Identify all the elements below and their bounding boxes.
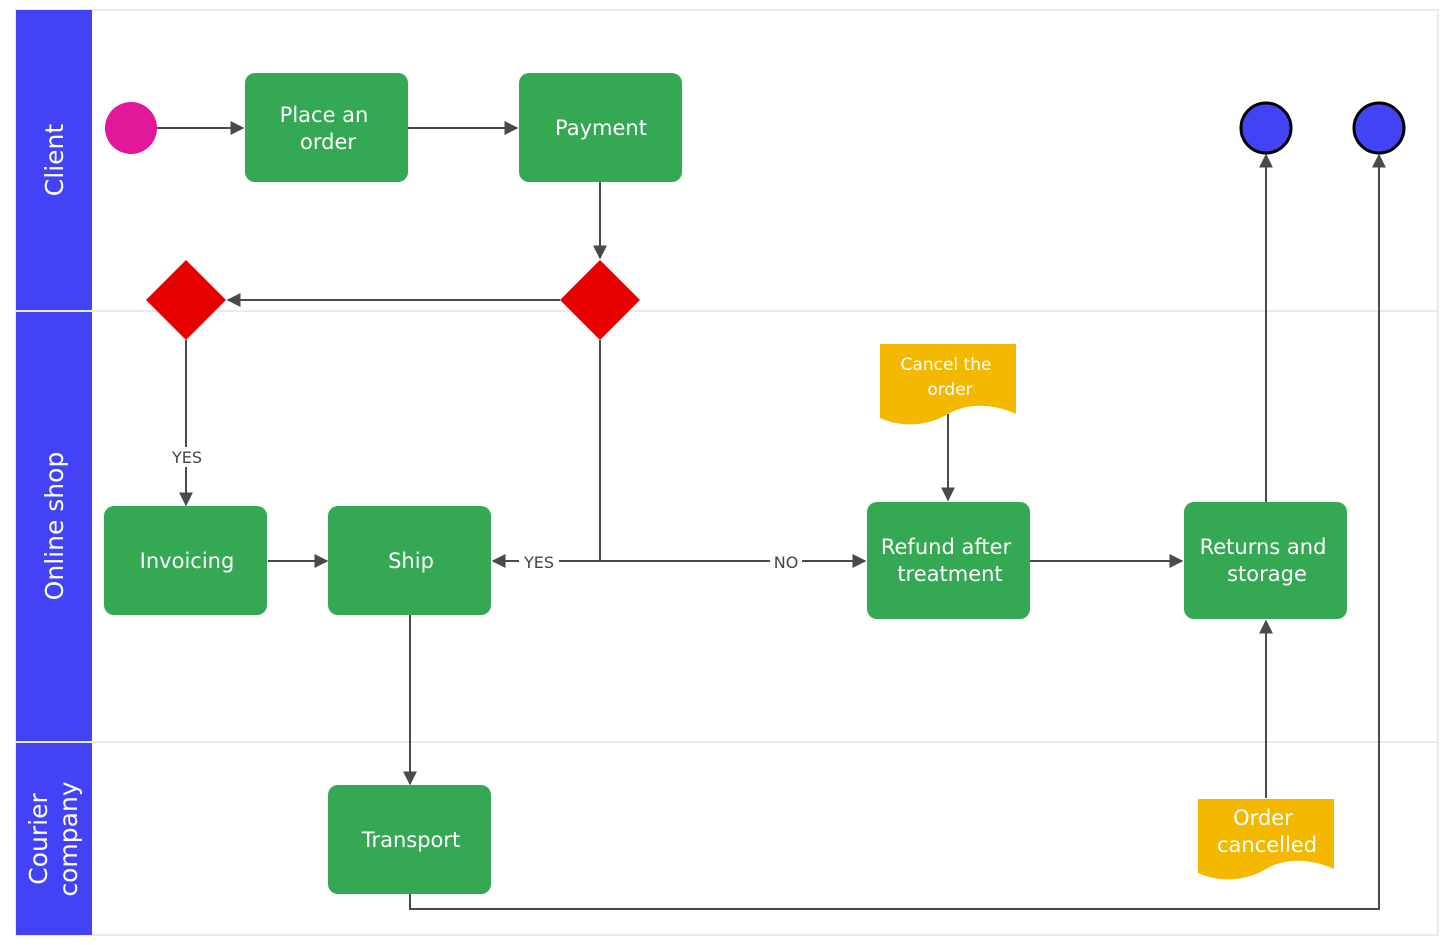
decision-gateway-left xyxy=(146,260,226,340)
lane-header-courier xyxy=(16,743,92,935)
lane-header-online-shop xyxy=(16,312,92,741)
decision-gateway-payment xyxy=(560,260,640,340)
document-label: Order xyxy=(1233,806,1293,830)
lane-title-courier-line2: company xyxy=(54,781,83,896)
process-label: Invoicing xyxy=(140,549,235,573)
process-label: Refund after xyxy=(881,535,1012,559)
process-place-order: Place an order xyxy=(245,73,408,182)
process-label: Transport xyxy=(361,828,461,852)
process-refund: Refund after treatment xyxy=(867,502,1030,619)
edge-transport-to-end xyxy=(409,153,1386,910)
document-order-cancelled: Order cancelled xyxy=(1198,799,1334,880)
lane-title-client: Client xyxy=(40,124,69,197)
process-invoicing: Invoicing xyxy=(104,506,267,615)
process-payment: Payment xyxy=(519,73,682,182)
lane-title-courier-line1: Courier xyxy=(24,793,53,885)
document-label: cancelled xyxy=(1217,833,1317,857)
document-cancel-order: Cancel the order xyxy=(880,344,1016,425)
process-label: treatment xyxy=(897,562,1002,586)
lane-header-client xyxy=(16,10,92,310)
pool-border xyxy=(15,9,1439,936)
process-label: Returns and xyxy=(1200,535,1327,559)
process-label: Ship xyxy=(388,549,434,573)
edge-label-yes-invoicing: YES xyxy=(171,448,202,467)
process-label: Place an xyxy=(280,103,369,127)
process-label: storage xyxy=(1227,562,1307,586)
document-label: order xyxy=(927,380,972,400)
edge-label-yes-ship: YES xyxy=(523,553,554,572)
process-transport: Transport xyxy=(328,785,491,894)
lane-title-online-shop: Online shop xyxy=(40,452,69,601)
edge-label-no-refund: NO xyxy=(774,553,799,572)
document-label: Cancel the xyxy=(901,355,992,375)
end-event xyxy=(1352,101,1406,155)
process-ship: Ship xyxy=(328,506,491,615)
process-label: Payment xyxy=(555,116,647,140)
process-returns: Returns and storage xyxy=(1184,502,1347,619)
start-event xyxy=(105,102,157,154)
end-event xyxy=(1239,101,1293,155)
process-label: order xyxy=(300,130,356,154)
